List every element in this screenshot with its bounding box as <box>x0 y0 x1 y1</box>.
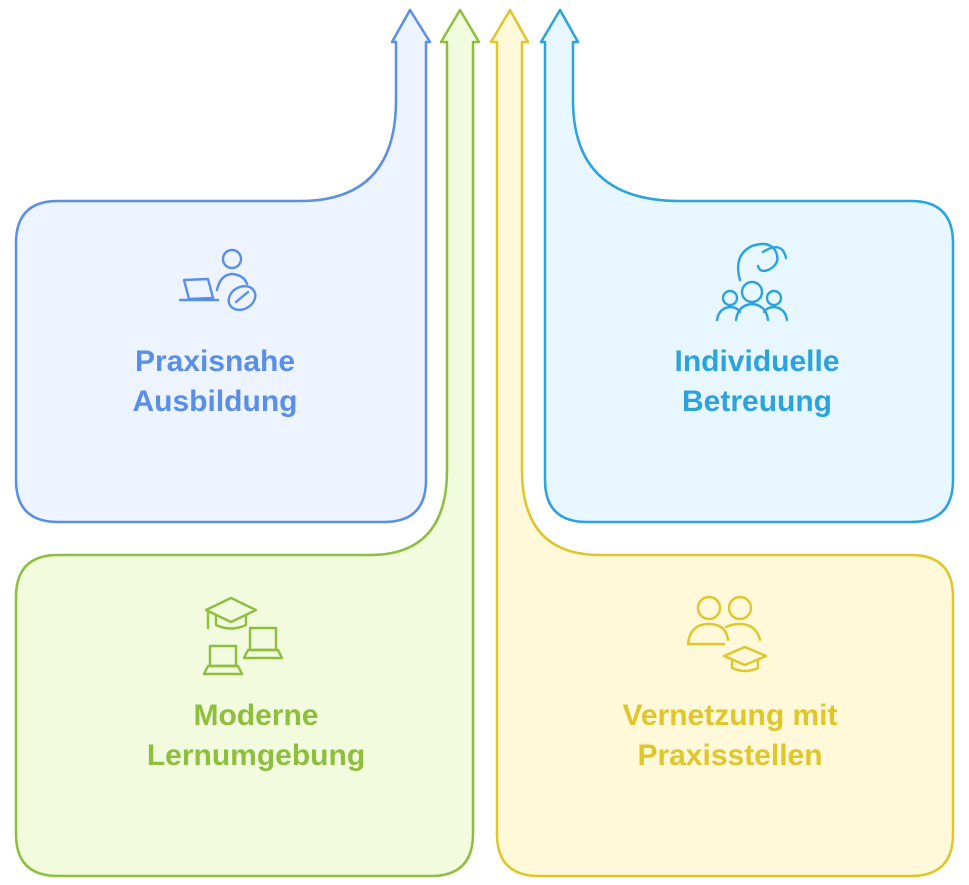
card-praxisnahe-ausbildung-shape <box>14 8 432 524</box>
card-praxisnahe-ausbildung-label: Praxisnahe Ausbildung <box>90 342 340 422</box>
graduation-laptops-icon <box>202 596 284 676</box>
card-moderne-lernumgebung-line-2: Lernumgebung <box>146 739 366 772</box>
card-vernetzung-mit-praxisstellen-line-2: Praxisstellen <box>637 739 823 772</box>
person-laptop-icon <box>178 248 257 312</box>
card-individuelle-betreuung-line-2: Betreuung <box>682 385 832 418</box>
people-graduation-icon <box>686 595 768 673</box>
card-praxisnahe-ausbildung-line-2: Ausbildung <box>132 385 298 418</box>
card-moderne-lernumgebung-line-1: Moderne <box>193 699 319 732</box>
card-moderne-lernumgebung-label: Moderne Lernumgebung <box>106 696 406 776</box>
card-vernetzung-mit-praxisstellen-label: Vernetzung mit Praxisstellen <box>580 696 880 776</box>
card-moderne-lernumgebung-shape <box>14 8 481 878</box>
card-vernetzung-mit-praxisstellen-line-1: Vernetzung mit <box>622 699 838 732</box>
card-individuelle-betreuung-label: Individuelle Betreuung <box>622 342 892 422</box>
card-vernetzung-mit-praxisstellen-shape <box>489 8 955 878</box>
card-praxisnahe-ausbildung-line-1: Praxisnahe <box>134 345 296 378</box>
card-individuelle-betreuung-shape <box>539 8 955 524</box>
support-group-icon <box>715 242 789 322</box>
card-individuelle-betreuung-line-1: Individuelle <box>674 345 840 378</box>
